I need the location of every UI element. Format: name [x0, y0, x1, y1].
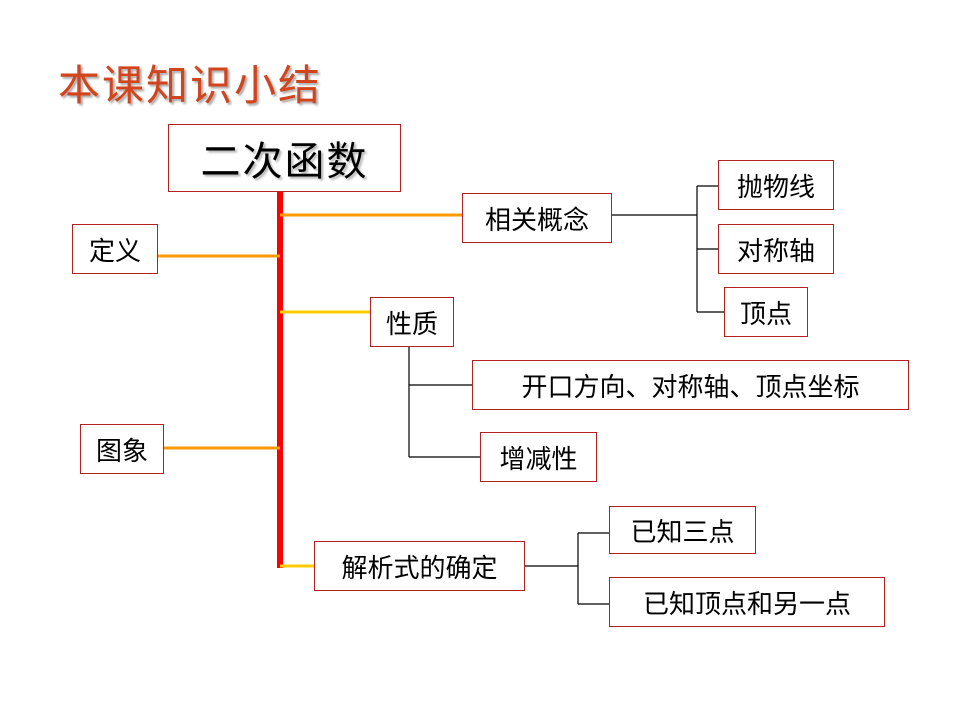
analytic-item-three-points: 已知三点: [609, 506, 756, 554]
analytic-node: 解析式的确定: [314, 541, 525, 591]
concepts-node: 相关概念: [462, 193, 612, 243]
analytic-item-vertex-point: 已知顶点和另一点: [609, 577, 885, 627]
analytic-bracket: [525, 532, 609, 605]
property-item-monotonicity: 增减性: [480, 432, 597, 482]
concept-item-parabola: 抛物线: [718, 160, 834, 210]
graph-node: 图象: [80, 424, 164, 474]
properties-bracket: [408, 347, 480, 458]
concept-item-vertex: 顶点: [724, 287, 808, 337]
property-item-opening: 开口方向、对称轴、顶点坐标: [472, 360, 909, 410]
root-node: 二次函数: [168, 124, 401, 192]
concepts-bracket: [612, 185, 724, 313]
definition-node: 定义: [72, 224, 158, 274]
slide-title: 本课知识小结: [58, 61, 323, 110]
properties-node: 性质: [370, 297, 454, 347]
concept-item-axis: 对称轴: [718, 224, 834, 274]
